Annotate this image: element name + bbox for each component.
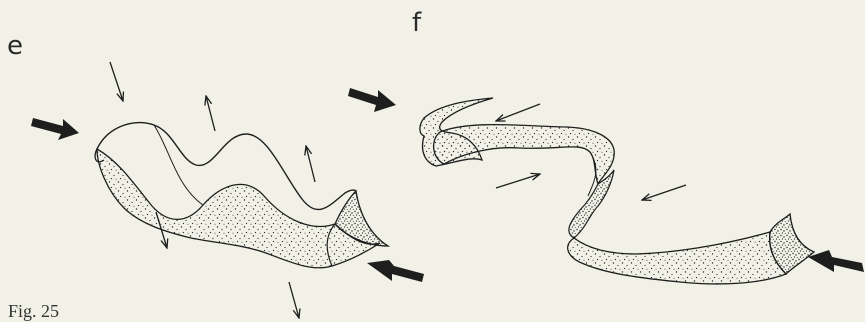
panel-label-f: f — [412, 10, 421, 36]
panel-f-ribbon — [420, 98, 814, 284]
arrow-slip-left-icon — [496, 174, 540, 188]
compression-arrow-bottom-right-icon — [808, 250, 864, 272]
arrow-slip-top-icon — [496, 104, 540, 121]
compression-arrow-right-icon — [367, 260, 424, 282]
arrow-in-top-left-icon — [110, 62, 123, 101]
arrow-out-top-icon — [206, 96, 215, 131]
arrow-out-right-icon — [306, 146, 315, 182]
arrow-out-bottom-icon — [289, 282, 299, 318]
panel-e-ribbon — [95, 123, 388, 268]
panel-label-e: e — [7, 33, 23, 59]
figure-caption: Fig. 25 — [8, 302, 59, 320]
compression-arrow-left-icon — [31, 118, 79, 140]
panel-f-diagram — [348, 88, 864, 284]
arrow-slip-right-icon — [642, 185, 686, 200]
compression-arrow-top-left-icon — [348, 88, 396, 112]
